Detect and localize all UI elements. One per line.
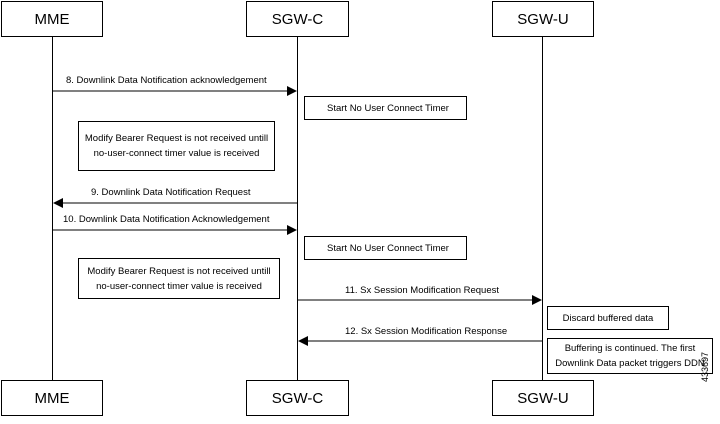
note-buffering-continued: Buffering is continued. The first Downli…	[547, 338, 713, 374]
note-modify-bearer-2-line1: Modify Bearer Request is not received un…	[87, 265, 271, 277]
note-modify-bearer-1-line2: no-user-connect timer value is received	[93, 148, 260, 159]
sgwu-lifeline	[542, 36, 543, 380]
note-start-timer-1: Start No User Connect Timer	[304, 96, 467, 120]
note-start-timer-2: Start No User Connect Timer	[304, 236, 467, 260]
mme-actor-bottom: MME	[1, 380, 103, 416]
mme-lifeline	[52, 36, 53, 380]
note-start-timer-1-text: Start No User Connect Timer	[327, 102, 449, 114]
note-buffering-line2: Downlink Data packet triggers DDN	[555, 358, 705, 369]
note-discard-buffered: Discard buffered data	[547, 306, 669, 330]
note-start-timer-2-text: Start No User Connect Timer	[327, 242, 449, 254]
note-modify-bearer-2-line2: no-user-connect timer value is received	[96, 280, 262, 292]
sgwc-lifeline	[297, 36, 298, 380]
note-discard-buffered-text: Discard buffered data	[562, 312, 654, 324]
msg-10-label: 10. Downlink Data Notification Acknowled…	[63, 214, 270, 225]
msg-11-label: 11. Sx Session Modification Request	[345, 285, 500, 296]
sgwu-actor-bottom: SGW-U	[492, 380, 594, 416]
sgwu-actor-top: SGW-U	[492, 1, 594, 37]
note-buffering-line1: Buffering is continued. The first	[564, 343, 696, 354]
note-modify-bearer-1-line1: Modify Bearer Request is not received un…	[84, 133, 269, 144]
sgwc-actor-top: SGW-C	[246, 1, 349, 37]
note-modify-bearer-2: Modify Bearer Request is not received un…	[78, 258, 280, 299]
sgwc-actor-bottom: SGW-C	[246, 380, 349, 416]
msg-12-label: 12. Sx Session Modification Response	[345, 326, 508, 337]
msg-8-label: 8. Downlink Data Notification acknowledg…	[66, 75, 267, 86]
figure-id: 433697	[700, 351, 710, 382]
mme-actor-top: MME	[1, 1, 103, 37]
msg-9-label: 9. Downlink Data Notification Request	[91, 187, 251, 198]
note-modify-bearer-1: Modify Bearer Request is not received un…	[78, 121, 275, 171]
